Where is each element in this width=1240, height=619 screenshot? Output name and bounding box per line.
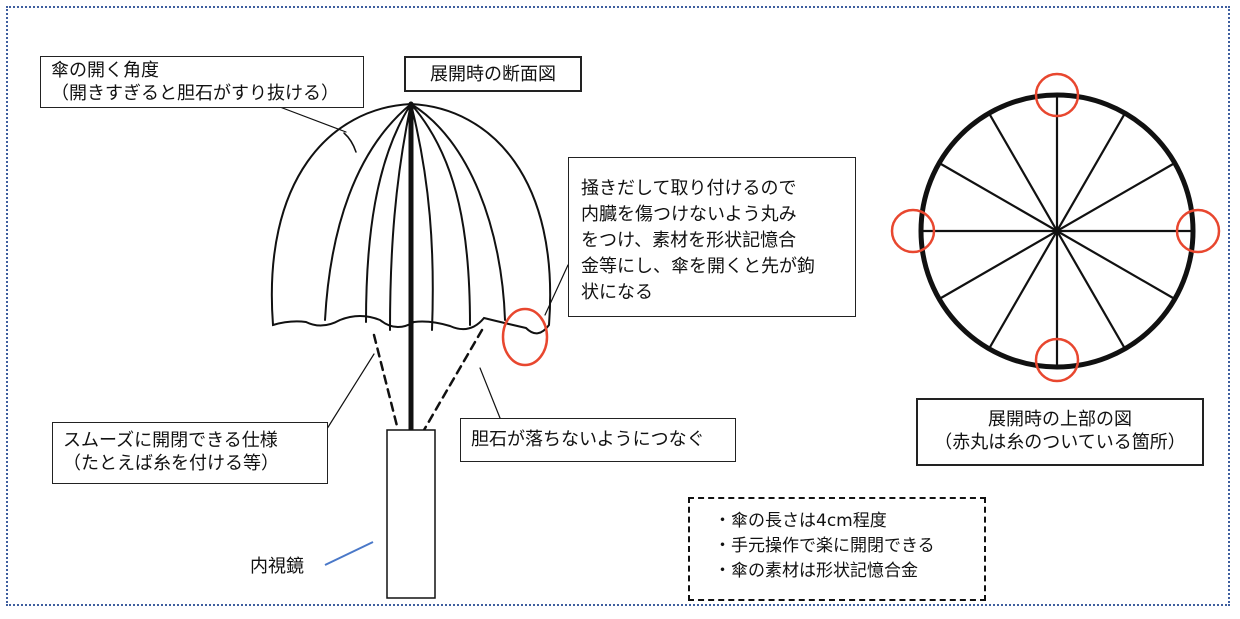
diagram-frame [6, 6, 1230, 606]
cross-section-title: 展開時の断面図 [430, 64, 556, 85]
endoscope-pointer [324, 541, 374, 566]
connect-label-box: 胆石が落ちないようにつなぐ [460, 418, 736, 462]
angle-label-line-1: 傘の開く角度 [51, 60, 159, 81]
thread-attachment-markers [890, 72, 1221, 383]
endoscope-body [386, 429, 436, 599]
notes-box: ・傘の長さは4cm程度 ・手元操作で楽に開閉できる ・傘の素材は形状記憶合金 [688, 497, 986, 601]
note-item: ・手元操作で楽に開閉できる [714, 536, 935, 556]
top-view-title-line-1: 展開時の上部の図 [988, 409, 1132, 430]
smooth-operation-box: スムーズに開閉できる仕様 （たとえば糸を付ける等） [52, 422, 328, 484]
smooth-operation-line-1: スムーズに開閉できる仕様 [63, 430, 278, 451]
top-view-rib [940, 163, 1174, 299]
top-view-title-line-2: （赤丸は糸のついている箇所） [934, 432, 1186, 453]
smooth-operation-line-2: （たとえば糸を付ける等） [63, 453, 279, 474]
rib-callout-line-2: 内臓を傷つけないよう丸み [581, 204, 797, 225]
thread-marker-left [890, 208, 936, 254]
hook-tip-marker [501, 307, 549, 367]
leader-lines [271, 103, 569, 433]
angle-label-line-2: （開きすぎると胆石がすり抜ける） [51, 83, 339, 104]
top-view-title-box: 展開時の上部の図 （赤丸は糸のついている箇所） [916, 398, 1204, 466]
umbrella-top-view [890, 72, 1221, 383]
note-item: ・傘の素材は形状記憶合金 [714, 561, 918, 581]
thread-marker-bottom [1034, 337, 1080, 383]
rib-callout-line-3: をつけ、素材を形状記憶合 [581, 230, 797, 251]
connect-label: 胆石が落ちないようにつなぐ [471, 429, 705, 450]
rib-callout-line-5: 状になる [581, 282, 653, 303]
umbrella-ribs [324, 103, 506, 331]
rib-callout-box: 掻きだして取り付けるので 内臓を傷つけないよう丸み をつけ、素材を形状記憶合 金… [568, 157, 856, 317]
umbrella-cross-section [270, 101, 569, 433]
rib-callout-line-1: 掻きだして取り付けるので [581, 178, 797, 199]
top-view-rim [918, 92, 1196, 370]
angle-arc [343, 132, 357, 153]
top-view-ribs [923, 97, 1191, 365]
note-item: ・傘の長さは4cm程度 [714, 511, 887, 531]
rib-callout-line-4: 金等にし、傘を開くと先が鉤 [581, 256, 815, 277]
angle-label-box: 傘の開く角度 （開きすぎると胆石がすり抜ける） [40, 56, 364, 108]
endoscope-label: 内視鏡 [250, 556, 304, 577]
connecting-threads [372, 328, 484, 432]
thread-marker-right [1175, 208, 1221, 254]
thread-marker-top [1034, 72, 1080, 118]
cross-section-title-box: 展開時の断面図 [404, 56, 582, 92]
